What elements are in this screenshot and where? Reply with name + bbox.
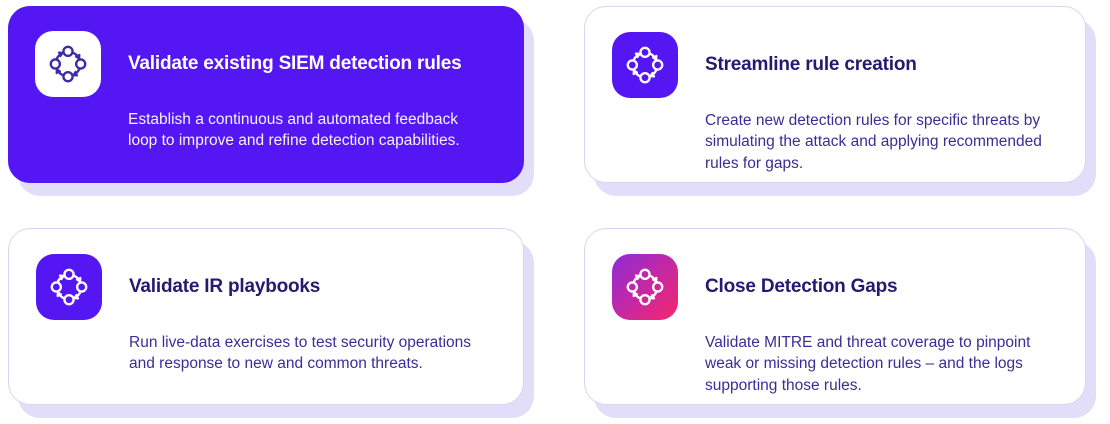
card-title: Streamline rule creation (705, 54, 917, 76)
card-description: Run live-data exercises to test security… (129, 334, 472, 373)
cycle-icon (47, 43, 89, 85)
cycle-icon (624, 44, 666, 86)
card-streamline-rule-creation: Streamline rule creation Create new dete… (584, 6, 1086, 183)
card-title: Close Detection Gaps (705, 276, 898, 298)
card-validate-ir-playbooks: Validate IR playbooks Run live-data exer… (8, 228, 524, 405)
card-title: Validate existing SIEM detection rules (128, 53, 462, 75)
cycle-icon (612, 254, 678, 320)
card-title: Validate IR playbooks (129, 276, 321, 298)
cycle-icon (48, 266, 90, 308)
card-description: Establish a continuous and automated fee… (128, 111, 460, 150)
cycle-icon (35, 31, 101, 97)
cycle-icon (36, 254, 102, 320)
cycle-icon (624, 266, 666, 308)
card-description: Create new detection rules for specific … (705, 112, 1042, 172)
card-description: Validate MITRE and threat coverage to pi… (705, 334, 1031, 394)
card-close-detection-gaps: Close Detection Gaps Validate MITRE and … (584, 228, 1086, 405)
benefits-grid: Validate existing SIEM detection rules E… (8, 6, 1086, 405)
cycle-icon (612, 32, 678, 98)
card-validate-siem-rules: Validate existing SIEM detection rules E… (8, 6, 524, 183)
